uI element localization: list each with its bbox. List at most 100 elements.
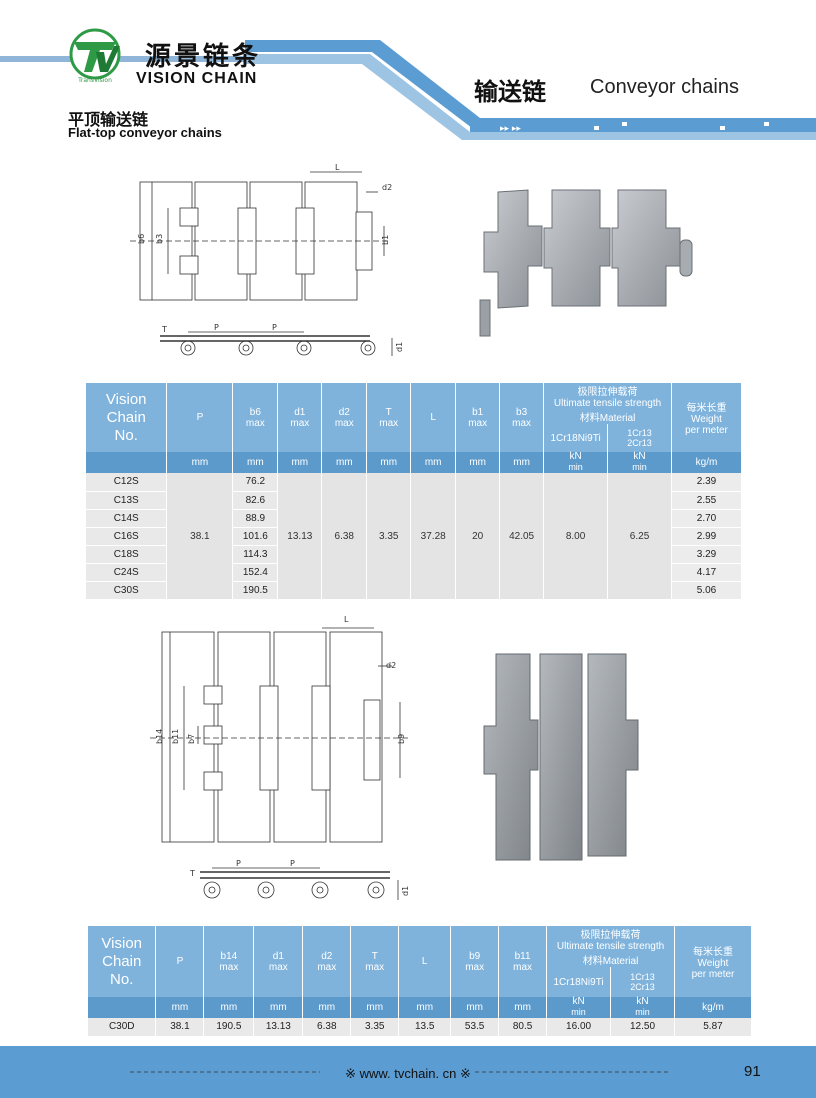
chain-code: C16S (86, 527, 168, 546)
value-b6: 88.9 (232, 509, 279, 528)
value-uts-a: 8.00 (543, 473, 609, 599)
header-l: L (398, 926, 452, 997)
value-d2: 6.38 (321, 473, 368, 599)
value-p: 38.1 (155, 1018, 205, 1037)
unit-b9: mm (450, 997, 500, 1018)
chain-code: C18S (86, 545, 168, 564)
svg-text:▸▸ ▸▸: ▸▸ ▸▸ (500, 124, 521, 134)
footer-dashed-rule (130, 1071, 670, 1073)
dim-label-P1: P (214, 323, 219, 332)
unit-t: mm (366, 452, 412, 473)
value-uts-b: 12.50 (610, 1018, 675, 1037)
chain-code: C14S (86, 509, 168, 528)
company-logo: TransVision (66, 28, 124, 84)
dim-label-b6: b6 (137, 234, 146, 244)
brand-name-en: VISION CHAIN (136, 70, 258, 87)
dim-label-b11: b11 (171, 729, 180, 744)
unit-d2: mm (321, 452, 368, 473)
value-p: 38.1 (166, 473, 234, 599)
value-weight: 2.99 (671, 527, 742, 546)
value-b6: 114.3 (232, 545, 279, 564)
value-b6: 152.4 (232, 563, 279, 582)
header-material-a: 1Cr18Ni9Ti (543, 424, 609, 452)
unit-weight: kg/m (671, 452, 742, 473)
table-row: C13S 82.6 2.55 (86, 491, 742, 510)
dim-label-T: T (189, 869, 195, 878)
unit-d1: mm (277, 452, 323, 473)
dim-label-b7: b7 (187, 734, 196, 744)
header-material-a: 1Cr18Ni9Ti (546, 967, 612, 997)
dim-label-d1: d1 (395, 342, 404, 352)
category-title-cn: 输送链 (474, 78, 546, 106)
unit-b3: mm (499, 452, 545, 473)
value-weight: 2.39 (671, 473, 742, 492)
value-b11: 80.5 (498, 1018, 548, 1037)
unit-l: mm (410, 452, 457, 473)
table-row: C24S 152.4 4.17 (86, 563, 742, 582)
value-b1: 20 (455, 473, 501, 599)
value-b6: 76.2 (232, 473, 279, 492)
unit-b1: mm (455, 452, 501, 473)
value-t: 3.35 (366, 473, 412, 599)
unit-b6: mm (232, 452, 279, 473)
value-weight: 2.70 (671, 509, 742, 528)
category-title-en: Conveyor chains (590, 76, 739, 98)
footer-website-link[interactable]: ※ www. tvchain. cn ※ (345, 1066, 471, 1081)
unit-d1: mm (253, 997, 304, 1018)
table-row: C12S 38.1 76.2 13.13 6.38 3.35 37.28 20 … (86, 473, 742, 599)
value-b6: 101.6 (232, 527, 279, 546)
dim-label-b14: b14 (155, 729, 164, 744)
value-weight: 5.87 (674, 1018, 753, 1037)
unit-p: mm (166, 452, 234, 473)
value-d1: 13.13 (277, 473, 323, 599)
value-b14: 190.5 (203, 1018, 255, 1037)
value-b3: 42.05 (499, 473, 545, 599)
dim-label-T: T (161, 325, 167, 334)
value-b6: 82.6 (232, 491, 279, 510)
value-weight: 4.17 (671, 563, 742, 582)
table-row: C16S 101.6 2.99 (86, 527, 742, 546)
chain-code: C24S (86, 563, 168, 582)
dim-label-b9: b9 (397, 734, 406, 744)
section-title-en: Flat-top conveyor chains (68, 125, 222, 140)
table-row: C30S 190.5 5.06 (86, 581, 742, 600)
svg-text:TransVision: TransVision (77, 77, 112, 84)
value-weight: 3.29 (671, 545, 742, 564)
footer-bar (0, 1046, 816, 1098)
dim-label-P1: P (236, 859, 241, 868)
section-title-cn: 平顶输送链 (68, 110, 149, 129)
chain-c-series-product-photo (479, 189, 693, 337)
dim-label-d2: d2 (386, 661, 396, 670)
dim-label-P2: P (272, 323, 277, 332)
value-l: 13.5 (398, 1018, 452, 1037)
value-l: 37.28 (410, 473, 457, 599)
unit-d2: mm (302, 997, 352, 1018)
value-b9: 53.5 (450, 1018, 500, 1037)
chain-code: C30D (88, 1018, 157, 1037)
value-uts-b: 6.25 (607, 473, 672, 599)
value-weight: 2.55 (671, 491, 742, 510)
value-d2: 6.38 (302, 1018, 352, 1037)
chain-code: C12S (86, 473, 168, 492)
dim-label-b1: b1 (381, 235, 390, 245)
value-b6: 190.5 (232, 581, 279, 600)
